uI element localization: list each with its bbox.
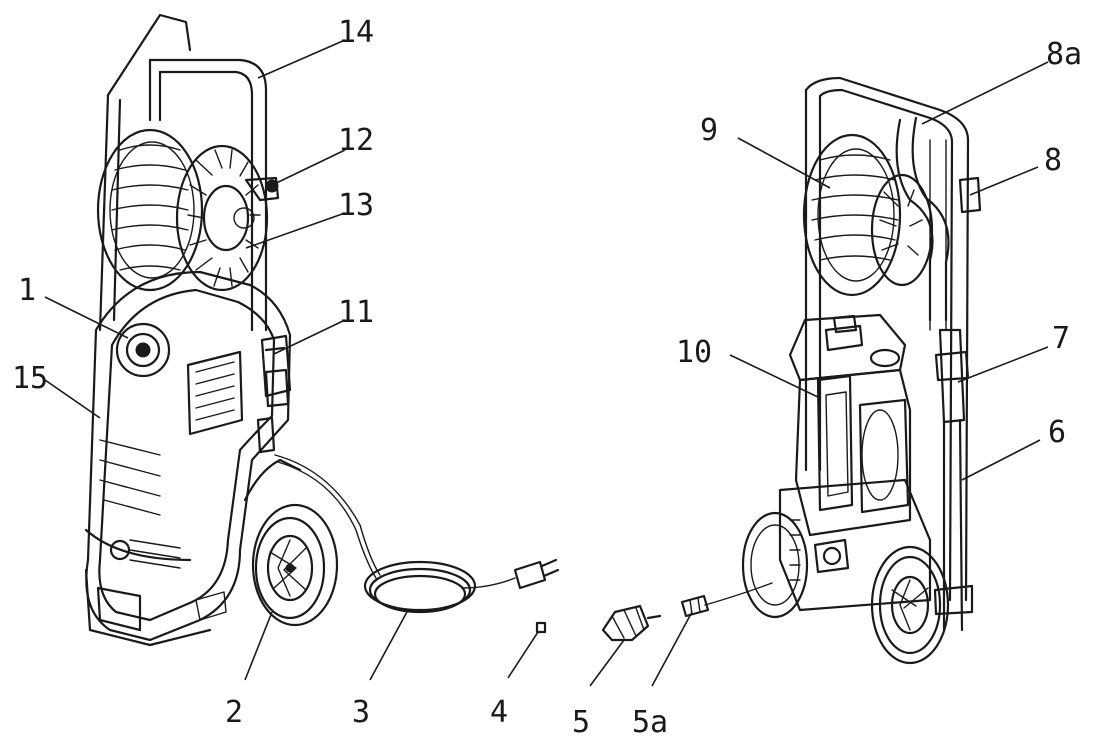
callout-5: 5 (572, 705, 590, 740)
callout-1: 1 (18, 273, 36, 308)
rear-hose-reel (802, 133, 934, 297)
callout-5a: 5a (632, 705, 668, 740)
callout-12: 12 (338, 123, 374, 158)
front-wheel (251, 503, 339, 627)
callout-2: 2 (225, 695, 243, 730)
leader-lines (44, 39, 1049, 687)
rear-view-washer (601, 76, 982, 665)
callout-3: 3 (352, 695, 370, 730)
hose-reel (96, 128, 269, 292)
callout-7: 7 (1052, 321, 1070, 356)
callout-10: 10 (676, 335, 712, 370)
callout-8a: 8a (1046, 37, 1082, 72)
front-view-washer (84, 13, 560, 647)
adaptor (680, 594, 710, 618)
detergent-tank (794, 368, 912, 537)
callout-4: 4 (490, 695, 508, 730)
power-cord (274, 454, 560, 614)
callout-15: 15 (12, 361, 48, 396)
rear-wheel (870, 545, 950, 665)
small-part-4 (535, 621, 547, 634)
callout-11: 11 (338, 295, 374, 330)
nozzle (601, 604, 662, 642)
callout-6: 6 (1048, 415, 1066, 450)
callout-9: 9 (700, 113, 718, 148)
callout-13: 13 (338, 188, 374, 223)
callout-14: 14 (338, 15, 374, 50)
callout-labels: 1 2 3 4 5 5a 6 7 8 8a 9 10 11 12 13 14 1… (12, 15, 1082, 740)
callout-8: 8 (1044, 143, 1062, 178)
main-body (84, 270, 302, 647)
